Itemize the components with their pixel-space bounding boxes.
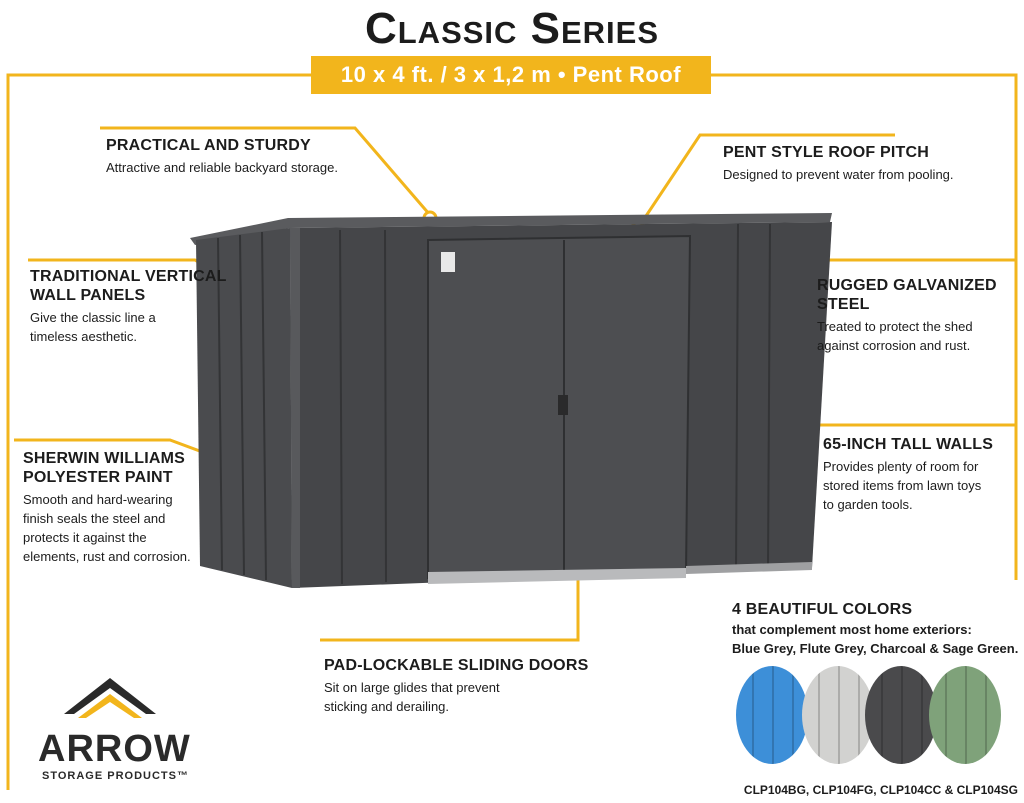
callout-text: Attractive and reliable backyard storage… xyxy=(106,160,338,175)
logo-brand: ARROW xyxy=(38,728,191,770)
callout-heading: PAD-LOCKABLE SLIDING DOORS xyxy=(324,657,589,674)
panel-rib xyxy=(945,666,947,764)
callout-heading: 65-INCH TALL WALLS xyxy=(823,436,994,453)
subtitle-banner: 10 x 4 ft. / 3 x 1,2 m • Pent Roof xyxy=(311,56,711,94)
model-numbers: CLP104BG, CLP104FG, CLP104CC & CLP104SG xyxy=(743,783,1018,797)
callout-heading-line: POLYESTER PAINT xyxy=(23,469,173,486)
callout-text-line: sticking and derailing. xyxy=(324,699,450,714)
callout-text-line: Treated to protect the shed xyxy=(817,319,973,334)
callout-vertical-panels: TRADITIONAL VERTICAL WALL PANELS Give th… xyxy=(30,267,227,346)
panel-rib xyxy=(792,666,794,764)
callout-text-line: to garden tools. xyxy=(823,497,913,512)
callout-tall-walls: 65-INCH TALL WALLS Provides plenty of ro… xyxy=(823,435,993,514)
callout-text: Treated to protect the shed against corr… xyxy=(817,317,1024,355)
callout-heading: PRACTICAL AND STURDY xyxy=(106,137,311,154)
callout-galvanized-steel: RUGGED GALVANIZED STEEL Treated to prote… xyxy=(817,276,1024,355)
callout-sliding-doors: PAD-LOCKABLE SLIDING DOORS Sit on large … xyxy=(324,656,588,716)
callout-text-line: finish seals the steel and xyxy=(23,511,166,526)
callout-heading-line: TRADITIONAL VERTICAL xyxy=(30,268,227,285)
callout-text-line: elements, rust and corrosion. xyxy=(23,549,191,564)
panel-rib xyxy=(772,666,774,764)
callout-text: Provides plenty of room for stored items… xyxy=(823,457,993,514)
callout-text: Sit on large glides that prevent stickin… xyxy=(324,678,588,716)
callout-heading-line: SHERWIN WILLIAMS xyxy=(23,450,186,467)
panel-rib xyxy=(965,666,967,764)
callout-text: Designed to prevent water from pooling. xyxy=(723,167,954,182)
callout-text-line: against corrosion and rust. xyxy=(817,338,971,353)
callout-practical: PRACTICAL AND STURDY Attractive and reli… xyxy=(106,136,338,177)
callout-heading: PENT STYLE ROOF PITCH xyxy=(723,144,929,161)
callout-text-line: stored items from lawn toys xyxy=(823,478,982,493)
callout-paint: SHERWIN WILLIAMS POLYESTER PAINT Smooth … xyxy=(23,449,191,566)
callout-text-line: Smooth and hard-wearing xyxy=(23,492,173,507)
panel-rib xyxy=(838,666,840,764)
callout-heading: RUGGED GALVANIZED STEEL xyxy=(817,277,997,313)
callout-pent-roof: PENT STYLE ROOF PITCH Designed to preven… xyxy=(723,143,954,184)
colors-line-1: that complement most home exteriors: xyxy=(732,622,972,637)
callout-heading-line: WALL PANELS xyxy=(30,287,146,304)
panel-rib xyxy=(752,666,754,764)
page-title: Classic Series xyxy=(364,4,660,53)
callout-text: Give the classic line a timeless aesthet… xyxy=(30,308,227,346)
colors-line-2: Blue Grey, Flute Grey, Charcoal & Sage G… xyxy=(732,641,1019,656)
callout-text-line: protects it against the xyxy=(23,530,147,545)
colors-section: 4 BEAUTIFUL COLORS that complement most … xyxy=(732,600,1018,658)
swatch-flute-grey xyxy=(802,666,874,764)
swatch-sage-green xyxy=(929,666,1001,764)
callout-text-line: Sit on large glides that prevent xyxy=(324,680,500,695)
callout-text: Smooth and hard-wearing finish seals the… xyxy=(23,490,191,566)
subtitle-text: 10 x 4 ft. / 3 x 1,2 m • Pent Roof xyxy=(340,62,682,87)
swatch-blue-grey xyxy=(736,666,808,764)
callout-text-line: timeless aesthetic. xyxy=(30,329,137,344)
panel-rib xyxy=(985,666,987,764)
panel-rib xyxy=(858,666,860,764)
callout-text-line: Provides plenty of room for xyxy=(823,459,979,474)
panel-rib xyxy=(881,666,883,764)
swatch-charcoal xyxy=(865,666,937,764)
callout-text-line: Give the classic line a xyxy=(30,310,156,325)
arrow-logo-mark xyxy=(64,678,156,718)
panel-rib xyxy=(921,666,923,764)
panel-rib xyxy=(818,666,820,764)
panel-rib xyxy=(901,666,903,764)
colors-heading: 4 BEAUTIFUL COLORS xyxy=(732,601,913,618)
logo-tagline: STORAGE PRODUCTS™ xyxy=(42,770,189,782)
